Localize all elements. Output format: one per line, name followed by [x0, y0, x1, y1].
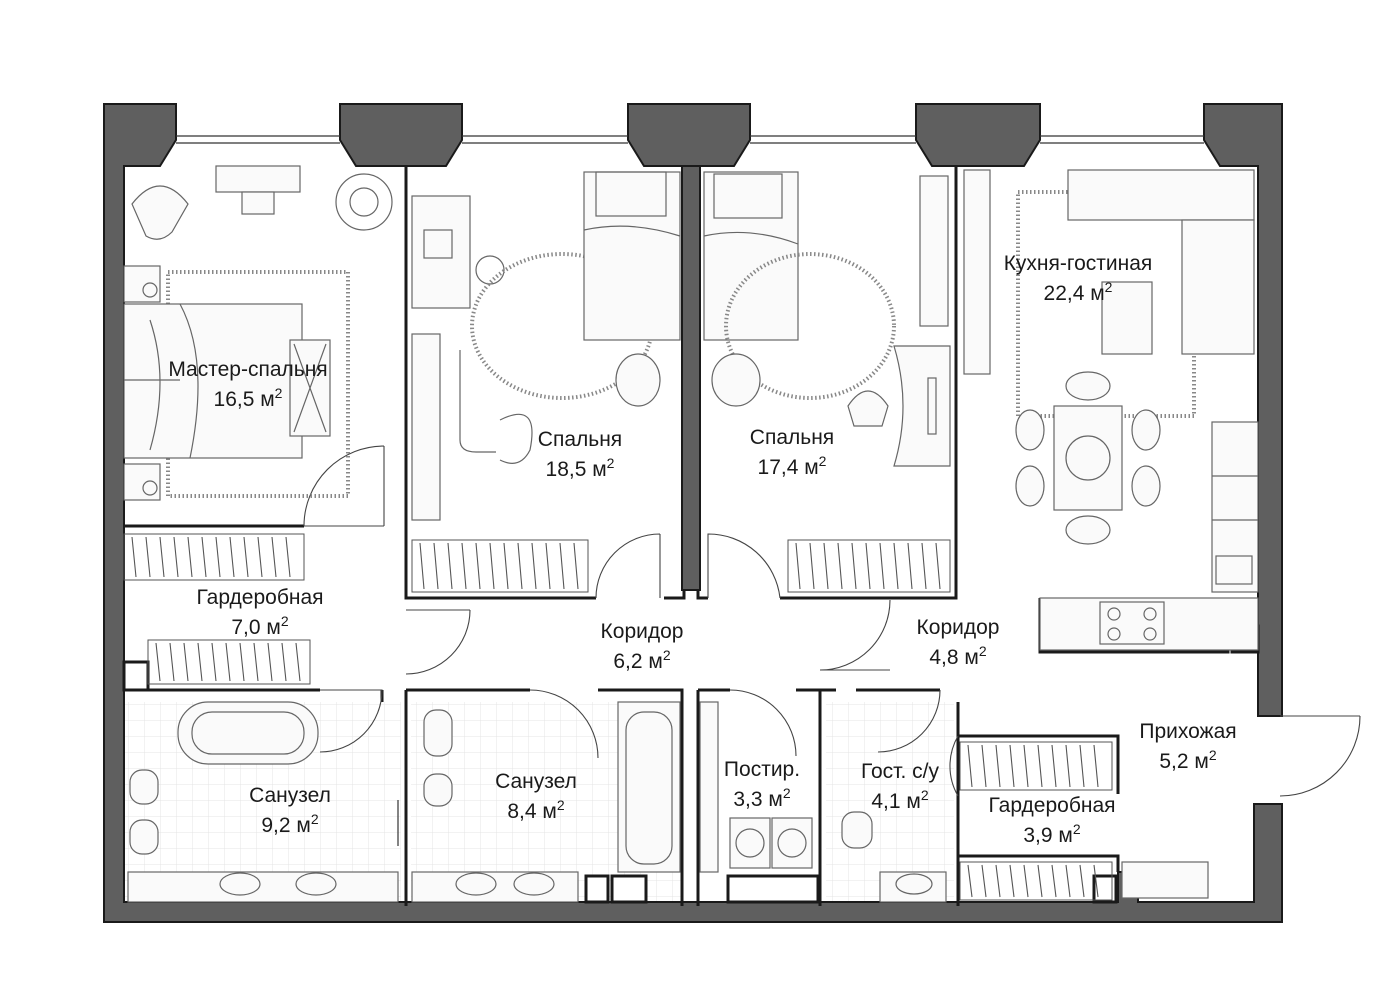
- bedroom-1-furniture: [411, 171, 681, 521]
- wardrobe-hatching: [123, 533, 1113, 901]
- room-label-wardrobe-1: Гардеробная 7,0 м2: [196, 586, 323, 639]
- room-name: Кухня-гостиная: [1004, 252, 1153, 275]
- room-area: 5,2 м2: [1159, 747, 1216, 773]
- room-label-bedroom-1: Спальня 18,5 м2: [538, 428, 622, 481]
- room-name: Гардеробная: [988, 794, 1115, 817]
- room-label-bathroom-1: Санузел 9,2 м2: [249, 784, 331, 837]
- room-area: 17,4 м2: [758, 453, 827, 479]
- room-name: Санузел: [495, 770, 577, 793]
- room-area: 22,4 м2: [1044, 279, 1113, 305]
- room-name: Коридор: [917, 616, 1000, 639]
- room-label-corridor-2: Коридор 4,8 м2: [917, 616, 1000, 669]
- room-name: Коридор: [601, 620, 684, 643]
- room-name: Прихожая: [1139, 720, 1236, 743]
- room-labels: Мастер-спальня 16,5 м2 Гардеробная 7,0 м2 Са…: [168, 252, 1236, 847]
- room-area: 4,8 м2: [929, 643, 986, 669]
- exterior-walls: [103, 103, 1283, 923]
- room-label-corridor-1: Коридор 6,2 м2: [601, 620, 684, 673]
- room-label-master-bedroom: Мастер-спальня 16,5 м2: [168, 358, 327, 411]
- room-area: 16,5 м2: [214, 385, 283, 411]
- room-area: 3,3 м2: [733, 785, 790, 811]
- room-name: Спальня: [750, 426, 834, 449]
- room-name: Постир.: [724, 758, 800, 781]
- room-label-entrance-hall: Прихожая 5,2 м2: [1139, 720, 1236, 773]
- room-area: 8,4 м2: [507, 797, 564, 823]
- room-label-wardrobe-2: Гардеробная 3,9 м2: [988, 794, 1115, 847]
- room-area: 18,5 м2: [546, 455, 615, 481]
- room-label-guest-wc: Гост. с/у 4,1 м2: [861, 760, 939, 813]
- room-label-bedroom-2: Спальня 17,4 м2: [750, 426, 834, 479]
- room-name: Санузел: [249, 784, 331, 807]
- doors: [303, 445, 1361, 797]
- room-area: 4,1 м2: [871, 787, 928, 813]
- bathroom-fixtures: [127, 701, 1209, 903]
- room-label-kitchen-living: Кухня-гостиная 22,4 м2: [1004, 252, 1153, 305]
- room-name: Гост. с/у: [861, 760, 939, 783]
- room-label-laundry: Постир. 3,3 м2: [724, 758, 800, 811]
- room-name: Гардеробная: [196, 586, 323, 609]
- bedroom-2-furniture: [703, 171, 951, 467]
- room-label-bathroom-2: Санузел 8,4 м2: [495, 770, 577, 823]
- kitchen-living-furniture: [963, 169, 1259, 651]
- room-name: Мастер-спальня: [168, 358, 327, 381]
- room-area: 6,2 м2: [613, 647, 670, 673]
- room-name: Спальня: [538, 428, 622, 451]
- master-bedroom-furniture: [123, 165, 393, 501]
- windows: [176, 135, 1204, 144]
- room-area: 3,9 м2: [1023, 821, 1080, 847]
- room-area: 9,2 м2: [261, 811, 318, 837]
- room-area: 7,0 м2: [231, 613, 288, 639]
